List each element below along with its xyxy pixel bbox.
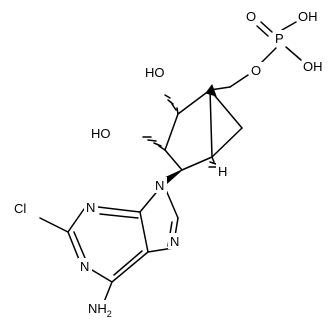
bonds [39, 21, 302, 303]
bond-ester-o-ch2 [229, 74, 249, 88]
bond-c3-c4 [164, 149, 183, 171]
bond-c1-c6 [209, 89, 243, 129]
bond-p-o-double-a [260, 21, 273, 33]
purine-n9-label: N [155, 178, 164, 193]
phosphorus-label: P [275, 31, 284, 46]
bond-c5-c1 [209, 89, 213, 158]
bond-c5p-c4p [139, 211, 149, 253]
bond-c2-c3 [164, 113, 179, 151]
bond-c6p-c5p-double [111, 250, 149, 283]
bridgehead-h-label: H [218, 164, 227, 179]
bond-c2p-cl [39, 217, 69, 233]
bond-p-ester-o [259, 47, 277, 65]
bond-n1-c6p [91, 269, 113, 283]
hash-c3-oh [142, 136, 166, 151]
phosphate-oxo-label: O [246, 9, 256, 24]
purine-n3-label: N [86, 200, 95, 215]
purine-n1-label: N [80, 259, 89, 274]
bond-c1-c2 [177, 89, 211, 115]
amine-label-subscript: 2 [107, 309, 112, 319]
phosphate-oh-top-label: OH [298, 9, 318, 24]
purine-n7-label: N [170, 234, 179, 249]
bond-c2p-n1-double [67, 231, 86, 263]
hydroxyl-lower-label: HO [91, 126, 111, 141]
bond-p-oh-top [281, 21, 297, 31]
phosphate-oh-right-label: OH [303, 59, 323, 74]
bond-p-o-double-b [256, 25, 269, 37]
hash-c2-oh [164, 94, 179, 115]
chlorine-label: Cl [14, 201, 26, 216]
ester-oxygen-label: O [251, 63, 261, 78]
bond-c6p-nh2 [103, 281, 113, 303]
bond-c4p-n3-double [97, 206, 141, 219]
amine-label-main: NH [88, 301, 107, 316]
amine-label: NH2 [88, 301, 112, 319]
bond-n9-c8 [165, 189, 179, 219]
bond-p-oh-right [285, 46, 302, 61]
hydroxyl-upper-label: HO [145, 65, 165, 80]
bond-c4-c5 [181, 156, 213, 171]
bond-c5-c6 [211, 127, 243, 158]
bond-n3-c2p [67, 208, 85, 233]
atom-labels: OH OH P O O HO HO H Cl N N N N NH2 [12, 8, 332, 319]
